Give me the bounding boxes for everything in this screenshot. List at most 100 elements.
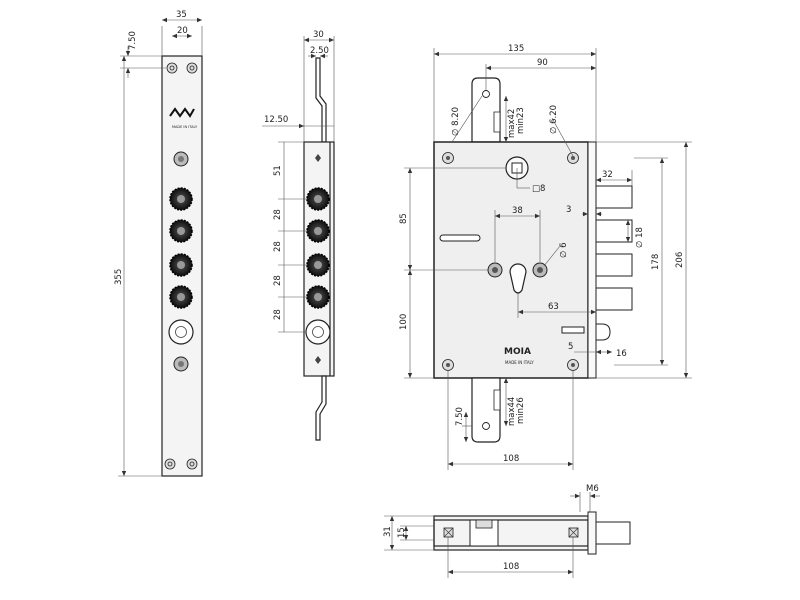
bottom-edge-plate xyxy=(587,511,597,555)
faceplate-origin-mark: MADE IN ITALY xyxy=(172,125,198,129)
body-screw-core xyxy=(446,363,450,367)
bolt-head-center xyxy=(177,227,185,235)
dim-upper-height: 85 xyxy=(399,213,409,224)
dim-pitch: 28 xyxy=(273,241,283,252)
dim-side-width: 30 xyxy=(313,30,324,40)
dim-clearance: 3 xyxy=(566,205,571,215)
faceplate-screw-core xyxy=(167,461,173,467)
dim-latch-offset: 5 xyxy=(568,342,573,352)
dim-bottom-view-width: 108 xyxy=(503,562,519,572)
bolt-head-center xyxy=(314,261,322,269)
dim-travel-top-min: min23 xyxy=(516,107,526,134)
dim-front-width: 35 xyxy=(176,10,187,20)
dim-cylinder-spacing: 38 xyxy=(512,206,523,216)
dim-travel-bottom-min: min26 xyxy=(516,397,526,424)
dim-spindle: □8 xyxy=(532,184,545,194)
dim-front-offset: 7.50 xyxy=(128,31,138,50)
latch-bolt xyxy=(595,323,611,341)
brand-logo-icon xyxy=(169,107,195,118)
leader-line xyxy=(451,95,483,143)
dim-overall-width: 135 xyxy=(508,44,524,54)
dim-pitch: 28 xyxy=(273,309,283,320)
front-view: MADE IN ITALY 35 20 xyxy=(114,10,203,477)
keeper-slot xyxy=(493,111,501,133)
latch-pin xyxy=(561,326,585,334)
bottom-body xyxy=(433,515,589,551)
side-marker xyxy=(315,154,321,162)
bolt xyxy=(595,219,633,243)
dim-keeper-width: 90 xyxy=(537,58,548,68)
leader-line xyxy=(551,117,574,157)
dim-bottom-inner: 15 xyxy=(397,527,407,538)
body-screw-core xyxy=(571,363,575,367)
bolt-head-center xyxy=(314,227,322,235)
dim-lower-height: 100 xyxy=(399,314,409,330)
dim-first-pitch: 51 xyxy=(273,165,283,176)
dim-bottom-width: 108 xyxy=(503,454,519,464)
bolt xyxy=(595,287,633,311)
dim-bolts-height: 178 xyxy=(651,254,661,270)
dim-travel-bottom-max: max44 xyxy=(507,397,517,426)
dim-front-height: 355 xyxy=(114,269,124,285)
dim-pitch: 28 xyxy=(273,209,283,220)
upper-cam-gear-core xyxy=(178,156,184,162)
dim-side-offset: 2.50 xyxy=(310,46,329,56)
body-screw-core xyxy=(446,156,450,160)
lower-rod xyxy=(315,375,327,441)
bottom-screw-cross xyxy=(568,527,579,538)
dim-travel-top-max: max42 xyxy=(507,109,517,138)
dim-hole-8: ∅ 8.20 xyxy=(451,107,461,136)
dim-pitch: 28 xyxy=(273,275,283,286)
cylinder-screw-core xyxy=(492,267,498,273)
body-screw-core xyxy=(571,156,575,160)
dim-cyl-dia: ∅ 6 xyxy=(559,242,569,258)
bolt-head-center xyxy=(177,261,185,269)
keeper-slot xyxy=(493,389,501,411)
dim-bottom-height: 31 xyxy=(383,526,393,537)
dim-backset: 63 xyxy=(548,302,559,312)
lower-cam-gear-core xyxy=(178,361,184,367)
faceplate-screw-core xyxy=(189,65,195,71)
bottom-view: M6 31 15 108 xyxy=(383,484,631,578)
dim-bottom-offset: 7.50 xyxy=(455,407,465,426)
bolt-head-center xyxy=(177,293,185,301)
side-view: 30 2.50 12.50 51 28 28 28 28 xyxy=(262,30,335,441)
lock-body xyxy=(433,141,589,379)
dim-hole-6: ∅ 6.20 xyxy=(549,105,559,134)
dim-bolt-length: 32 xyxy=(602,170,613,180)
faceplate-screw-core xyxy=(169,65,175,71)
bottom-screw-cross xyxy=(443,527,454,538)
bottom-keeper xyxy=(471,377,501,443)
bolt-head-center xyxy=(177,195,185,203)
dim-cam-offset: 12.50 xyxy=(264,115,288,125)
latch-opening-inner xyxy=(175,326,187,338)
dim-latch-width: 16 xyxy=(616,349,627,359)
bottom-keeper-tab xyxy=(475,519,493,529)
side-latch-opening-inner xyxy=(312,326,324,338)
side-marker xyxy=(315,356,321,364)
dim-total-height: 206 xyxy=(675,252,685,268)
body-brand-logo: MOIA xyxy=(504,347,531,357)
bolt xyxy=(595,185,633,209)
keeper-hole xyxy=(482,422,490,430)
main-view: MOIA MADE IN ITALY 135 90 ∅ 8.20 max42 m… xyxy=(399,44,692,470)
dim-front-screw-spacing: 20 xyxy=(177,26,188,36)
dim-thread: M6 xyxy=(586,484,599,494)
dim-bolt-dia: ∅ 18 xyxy=(635,227,645,248)
bolt-head-center xyxy=(314,195,322,203)
leader-line xyxy=(543,245,561,267)
edge-plate xyxy=(587,141,597,379)
faceplate-bolt-heads xyxy=(169,187,193,309)
faceplate-screw-core xyxy=(189,461,195,467)
upper-rod xyxy=(315,57,327,143)
bolt xyxy=(595,253,633,277)
body-origin-mark: MADE IN ITALY xyxy=(505,360,534,365)
top-keeper xyxy=(471,77,501,143)
keeper-hole xyxy=(482,90,490,98)
cylinder-profile xyxy=(509,263,527,294)
guide-slot xyxy=(439,234,481,242)
cylinder-screw-core xyxy=(537,267,543,273)
bolt-head-center xyxy=(314,293,322,301)
bottom-bolt xyxy=(595,521,631,545)
